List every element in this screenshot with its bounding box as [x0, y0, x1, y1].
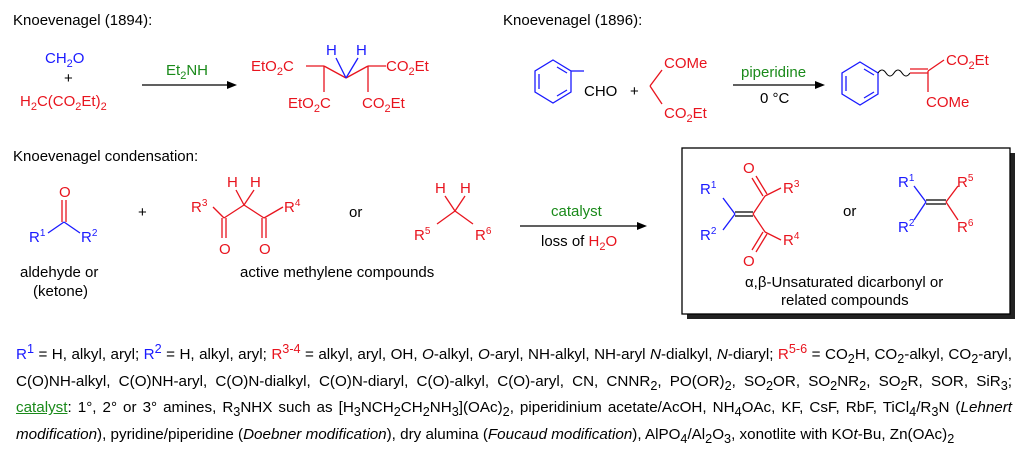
r6-label: R6 [475, 226, 492, 244]
product-acetyl-label: COMe [926, 94, 969, 111]
product-phenyl-ring [841, 61, 879, 106]
wavy-bond [877, 69, 911, 77]
product-r3-label: R3 [783, 179, 800, 197]
r1-label: R1 [29, 228, 46, 246]
or-label-1: or [349, 204, 362, 221]
ketoester-bonds [649, 69, 663, 105]
aldehyde-oxygen: O [59, 184, 71, 201]
dicarbonyl-oxygen-left: O [219, 241, 231, 258]
aldehyde-structure [47, 200, 81, 234]
methylene-structure [436, 195, 474, 225]
ester-bottom-left: EtO2C [288, 95, 331, 115]
product-oxygen-top: O [743, 160, 755, 177]
r4-label: R4 [284, 198, 301, 216]
product-caption-1: α,β-Unsaturated dicarbonyl or [745, 274, 943, 291]
methylene-h-left: H [435, 180, 446, 197]
loss-of-water: loss of H2O [541, 233, 617, 253]
alkene-r2-label: R2 [898, 218, 915, 236]
plus-sign: + [64, 70, 73, 87]
diethyl-malonate-formula: H2C(CO2Et)2 [20, 93, 107, 113]
r2-label: R2 [81, 228, 98, 246]
product-r1-label: R1 [700, 180, 717, 198]
plus-sign-general: + [138, 204, 147, 221]
product-r4-label: R4 [783, 231, 800, 249]
reaction-scheme: Knoevenagel (1894): Knoevenagel (1896): … [13, 12, 1015, 319]
reaction-arrow-1894 [142, 81, 237, 89]
aldehyde-group-label: CHO [584, 83, 617, 100]
hydrogen-left-label: H [326, 42, 337, 59]
or-label-2: or [843, 203, 856, 220]
hydrogen-right-label: H [356, 42, 367, 59]
dicarbonyl-h-left: H [227, 174, 238, 191]
product-r2-label: R2 [700, 226, 717, 244]
methylene-h-right: H [460, 180, 471, 197]
ester-bottom-right: CO2Et [362, 95, 406, 115]
product-oxygen-bottom: O [743, 253, 755, 270]
plus-sign-1896: + [630, 83, 639, 100]
product-box [681, 147, 1011, 315]
formaldehyde-formula: CH2O [45, 50, 84, 70]
tetraester-product-bonds [306, 65, 386, 92]
conditions-temperature: 0 °C [760, 90, 790, 107]
catalyst-label: catalyst [551, 203, 603, 220]
ester-top-right: CO2Et [386, 58, 430, 78]
dicarbonyl-structure [212, 189, 284, 238]
dicarbonyl-h-right: H [250, 174, 261, 191]
alkene-r6-label: R6 [957, 218, 974, 236]
alkene-r5-label: R5 [957, 173, 974, 191]
alkene-structure [913, 185, 959, 221]
benzaldehyde-ring [534, 59, 584, 104]
unsaturated-dicarbonyl-structure [722, 175, 782, 253]
dicarbonyl-oxygen-right: O [259, 241, 271, 258]
aldehyde-caption-2: (ketone) [33, 283, 88, 300]
methylene-caption: active methylene compounds [240, 264, 434, 281]
reaction-arrow-1896 [733, 81, 825, 89]
ester-top-left: EtO2C [251, 58, 294, 78]
product-caption-2: related compounds [781, 292, 909, 309]
reagent-diethylamine: Et2NH [166, 62, 208, 82]
ch2-hydrogens [335, 57, 359, 79]
heading-knoevenagel-1896: Knoevenagel (1896): [503, 12, 642, 29]
reaction-arrow-general [520, 222, 647, 230]
acetyl-label: COMe [664, 55, 707, 72]
ester-label-1896: CO2Et [664, 105, 708, 125]
aldehyde-caption-1: aldehyde or [20, 264, 98, 281]
product-alkene-bonds [910, 59, 945, 92]
alkene-r1-label: R1 [898, 173, 915, 191]
heading-knoevenagel-condensation: Knoevenagel condensation: [13, 148, 198, 165]
r5-label: R5 [414, 226, 431, 244]
heading-knoevenagel-1894: Knoevenagel (1894): [13, 12, 152, 29]
reagent-piperidine: piperidine [741, 64, 806, 81]
substituent-legend: R1 = H, alkyl, aryl; R2 = H, alkyl, aryl… [16, 342, 1013, 446]
product-ester-label: CO2Et [946, 52, 990, 72]
r3-label: R3 [191, 198, 208, 216]
